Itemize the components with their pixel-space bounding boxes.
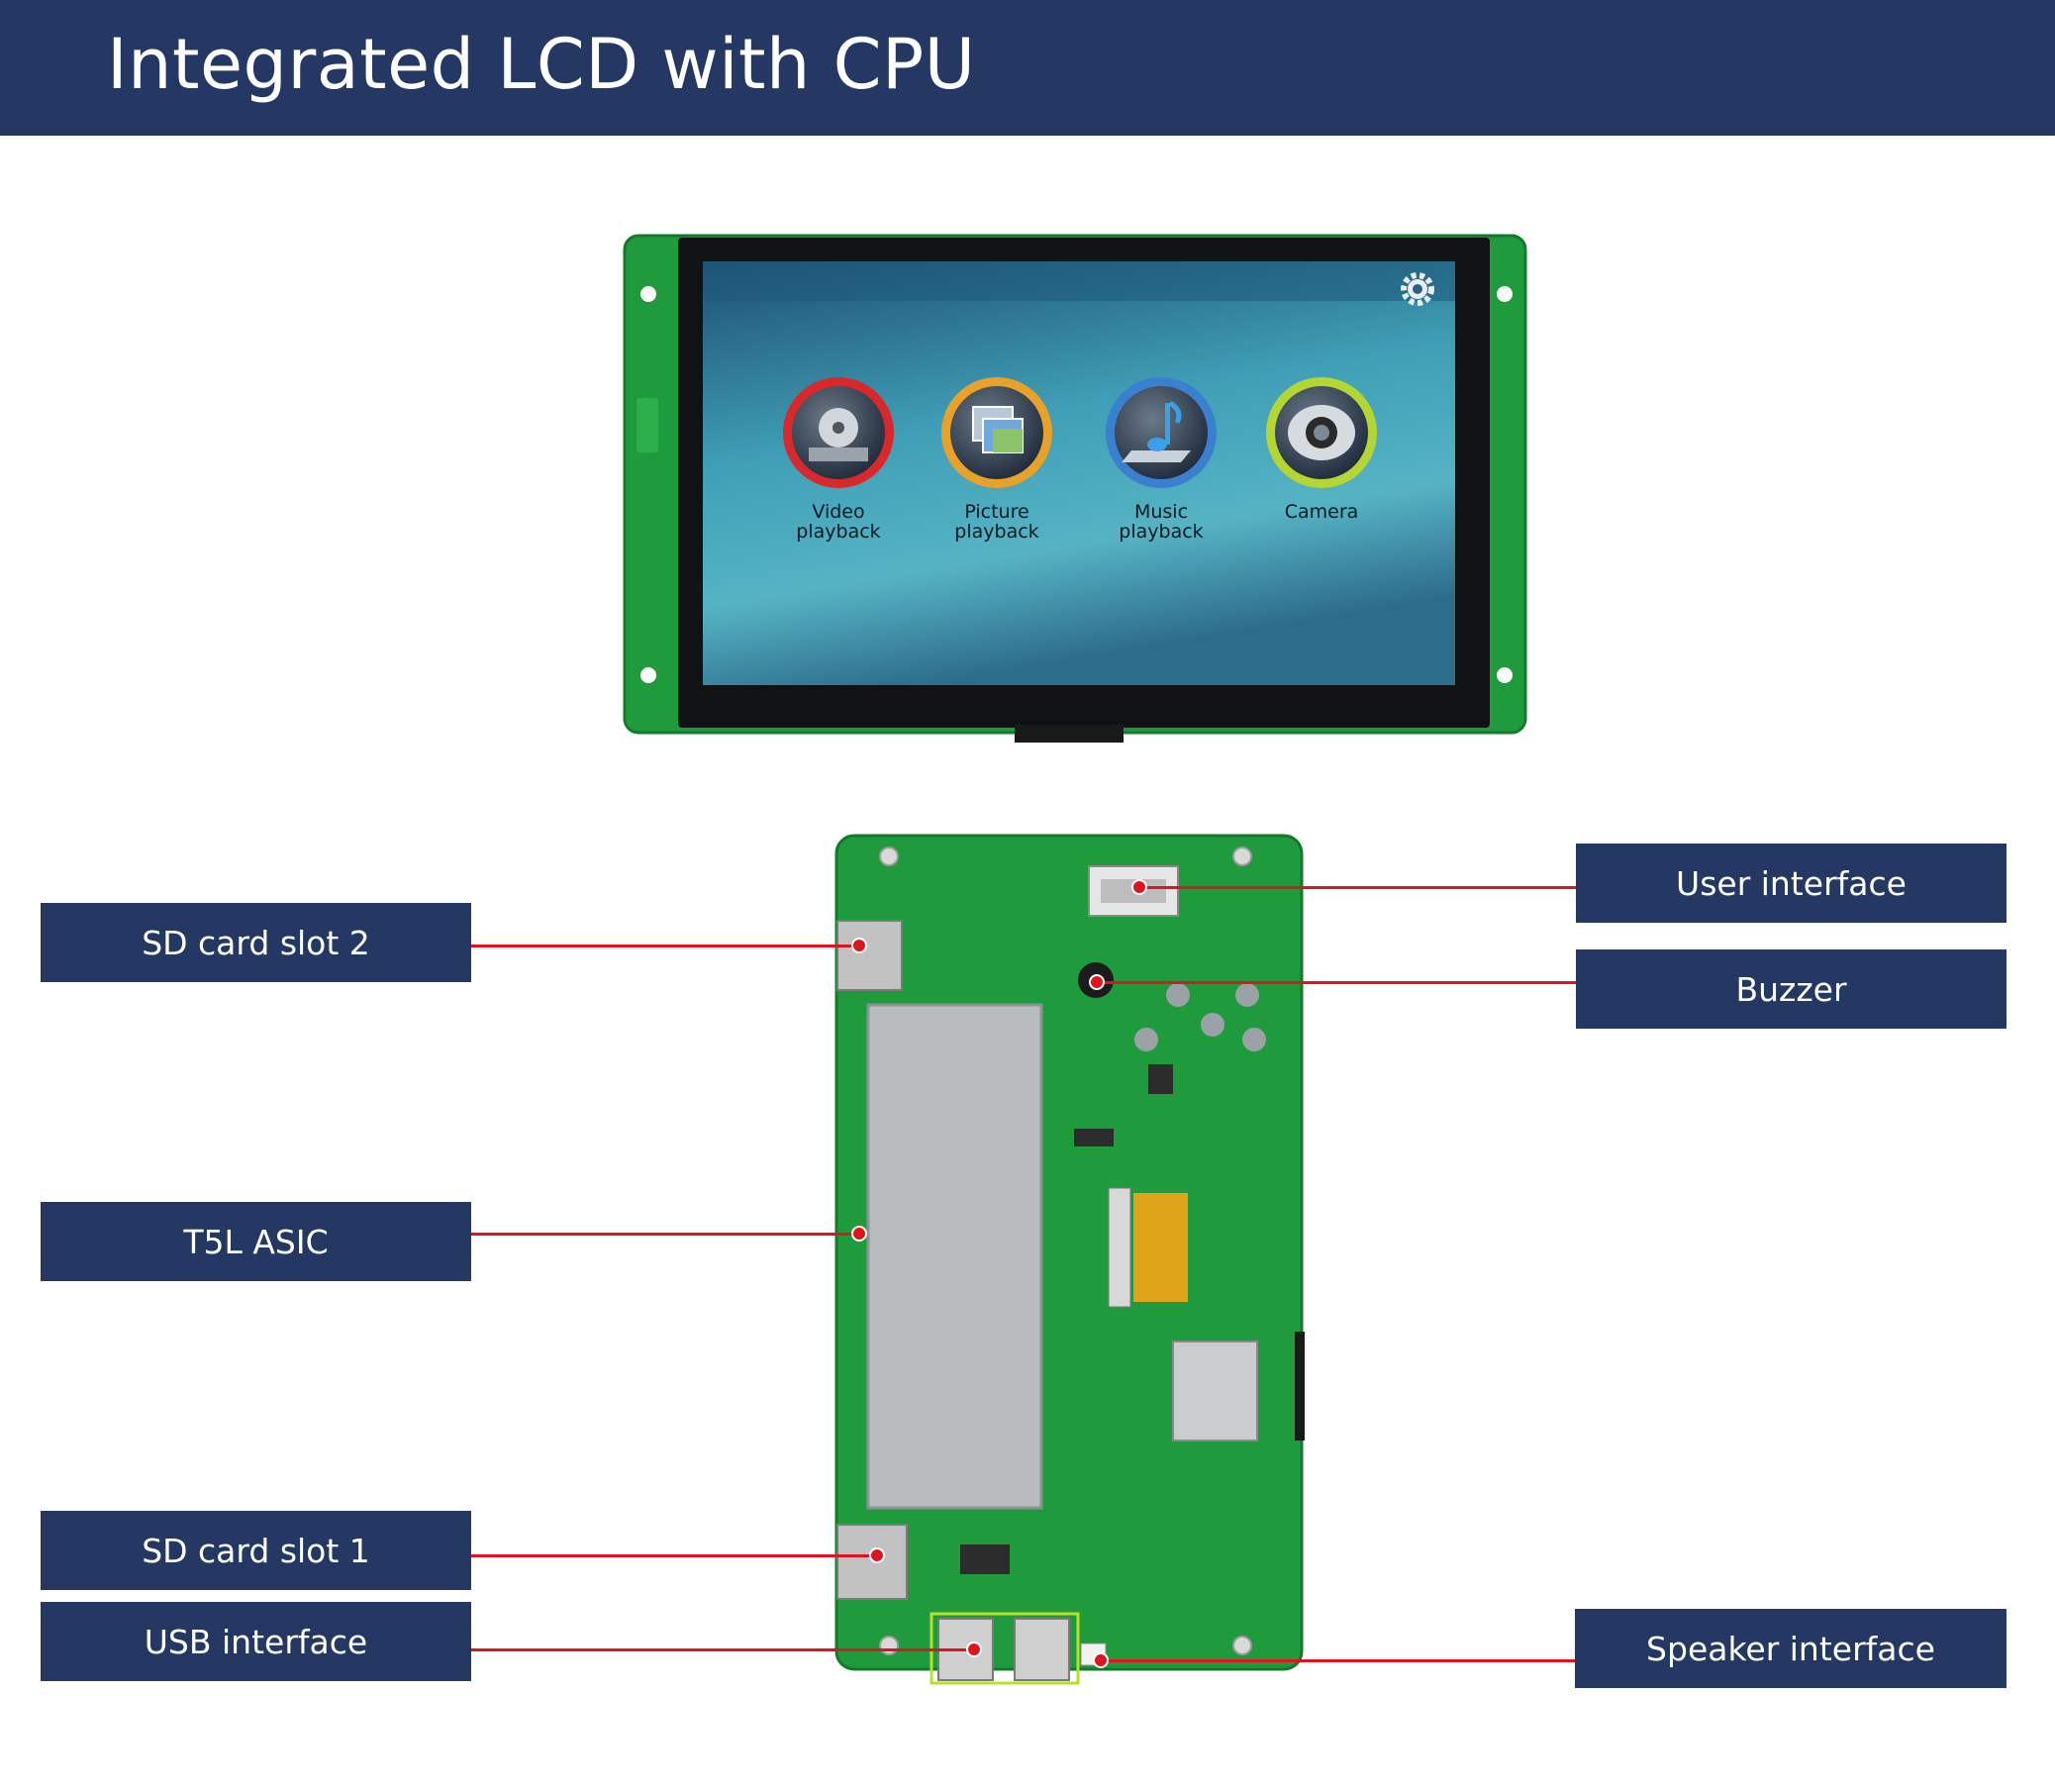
leader-dot bbox=[1089, 974, 1105, 990]
callout-usb-interface: USB interface bbox=[41, 1602, 471, 1681]
callout-sd-card-slot-2: SD card slot 2 bbox=[41, 903, 471, 982]
video-playback-icon[interactable] bbox=[783, 377, 894, 488]
leader-sd-card-slot-1 bbox=[471, 1554, 877, 1557]
picture-playback-icon[interactable] bbox=[941, 377, 1052, 488]
leader-sd-card-slot-2 bbox=[471, 945, 859, 947]
leader-speaker-interface bbox=[1101, 1659, 1575, 1662]
leader-dot bbox=[1093, 1652, 1109, 1668]
leader-user-interface bbox=[1138, 886, 1576, 889]
pcb-back-view bbox=[834, 834, 1305, 1685]
leader-dot bbox=[851, 1226, 867, 1242]
music-playback-label: Music bbox=[1134, 501, 1188, 523]
leader-dot bbox=[1131, 879, 1147, 895]
leader-dot bbox=[966, 1642, 982, 1657]
picture-playback-label: Picture bbox=[964, 501, 1028, 523]
svg-text:playback: playback bbox=[796, 521, 880, 543]
svg-text:playback: playback bbox=[1119, 521, 1203, 543]
callout-speaker-interface: Speaker interface bbox=[1575, 1609, 2006, 1688]
sd-card-slot-2 bbox=[836, 920, 903, 991]
leader-t5l-asic bbox=[471, 1233, 859, 1236]
camera-label: Camera bbox=[1285, 501, 1359, 523]
video-playback-label: Video bbox=[812, 501, 864, 523]
leader-dot bbox=[851, 938, 867, 953]
callout-user-interface: User interface bbox=[1576, 844, 2006, 923]
music-playback-icon[interactable] bbox=[1106, 377, 1217, 488]
page-title: Integrated LCD with CPU bbox=[107, 24, 976, 105]
svg-text:playback: playback bbox=[954, 521, 1038, 543]
callout-sd-card-slot-1: SD card slot 1 bbox=[41, 1511, 471, 1590]
lcd-front-view: Video playback Picture playback Music pl… bbox=[623, 234, 1527, 743]
leader-buzzer bbox=[1099, 981, 1576, 984]
page-header: Integrated LCD with CPU bbox=[0, 0, 2055, 136]
gear-icon[interactable] bbox=[1401, 272, 1434, 306]
leader-usb-interface bbox=[471, 1648, 974, 1651]
usb-port-2 bbox=[1014, 1618, 1070, 1681]
t5l-asic-shield bbox=[866, 1003, 1043, 1510]
callout-buzzer: Buzzer bbox=[1576, 949, 2006, 1029]
leader-dot bbox=[869, 1547, 885, 1563]
camera-icon[interactable] bbox=[1266, 377, 1377, 488]
callout-t5l-asic: T5L ASIC bbox=[41, 1202, 471, 1281]
